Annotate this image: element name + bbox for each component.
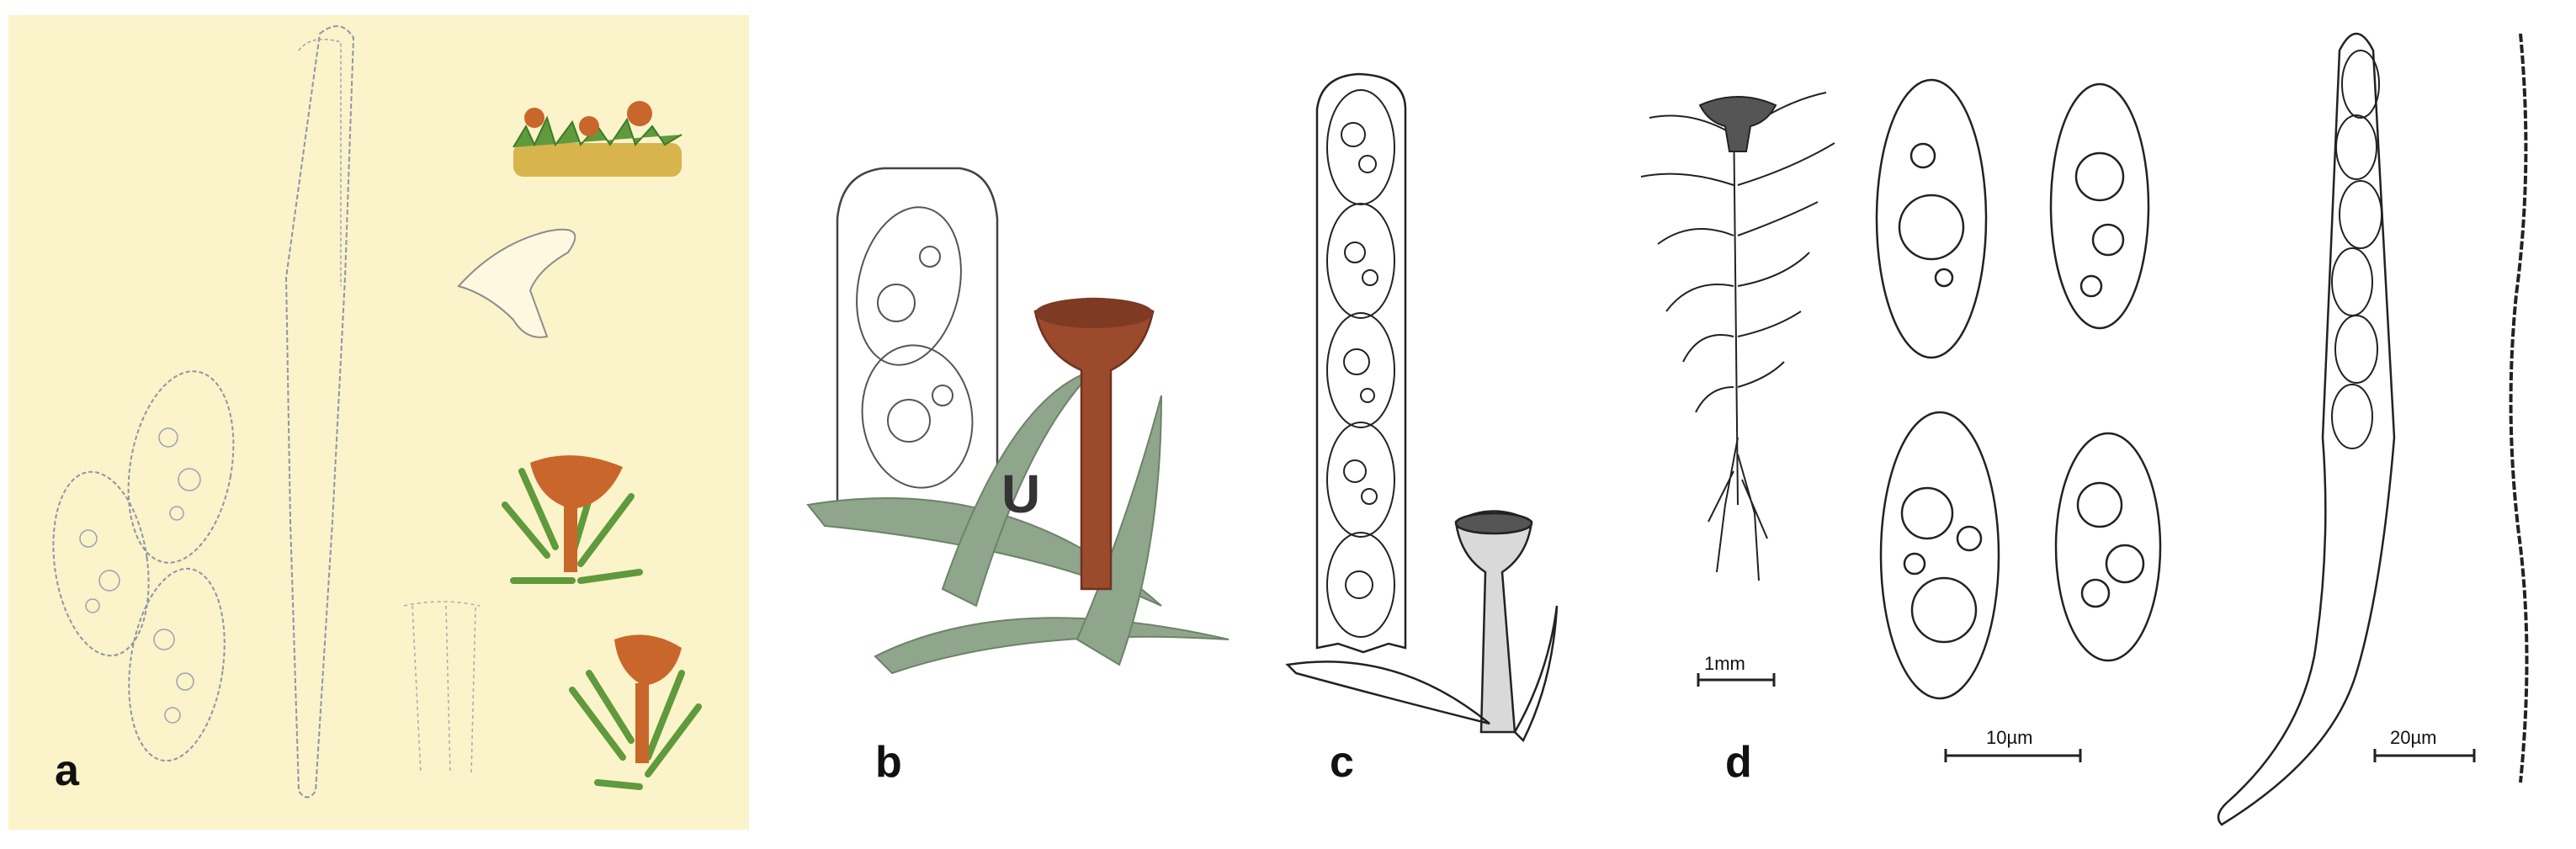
panel-b-letter: b bbox=[875, 738, 902, 787]
panel-a: a bbox=[8, 0, 749, 849]
panel-d-scale-label-habit: 1mm bbox=[1704, 653, 1745, 674]
panel-d-scale-label-spores: 10µm bbox=[1986, 727, 2033, 748]
panel-d-scale-label-ascus: 20µm bbox=[2390, 727, 2437, 748]
panel-a-cup-on-moss-upper bbox=[502, 455, 643, 584]
panel-b-ascus bbox=[836, 167, 999, 505]
panel-b-illustration bbox=[806, 167, 1230, 675]
panel-b-u-label: U bbox=[1001, 464, 1041, 524]
panel-d-spores bbox=[1875, 78, 2162, 700]
panel-c-letter: c bbox=[1330, 738, 1354, 787]
panel-a-illustration bbox=[8, 15, 749, 830]
panel-a-cup-on-moss-lower bbox=[569, 634, 702, 790]
panel-d-letter: d bbox=[1725, 738, 1752, 787]
panel-a-letter: a bbox=[55, 746, 79, 795]
panel-a-apothecium-section bbox=[457, 228, 576, 338]
panel-b-spores bbox=[856, 206, 974, 489]
panel-a-ascus bbox=[284, 25, 355, 799]
panel-c: c bbox=[1262, 0, 1599, 849]
panel-b-moss-leaves bbox=[806, 369, 1230, 675]
panel-d-ascus bbox=[2217, 32, 2396, 826]
panel-c-spores bbox=[1326, 89, 1395, 638]
panel-a-spores bbox=[52, 370, 235, 762]
panel-c-ascus bbox=[1315, 72, 1407, 654]
panel-c-apothecium bbox=[1285, 510, 1559, 743]
panel-d: 1mm 10µm 20µm d bbox=[1599, 0, 2576, 849]
panel-a-moss-clump bbox=[513, 101, 683, 177]
panel-d-paraphysis bbox=[2509, 33, 2529, 783]
panel-d-ascus-spores bbox=[2331, 50, 2382, 449]
panel-d-illustration bbox=[1640, 32, 2529, 826]
panel-d-habit-cup bbox=[1698, 96, 1777, 152]
panel-b-apothecium bbox=[1033, 297, 1155, 591]
panel-c-illustration bbox=[1285, 72, 1559, 743]
panel-d-moss-habit bbox=[1640, 92, 1835, 581]
panel-b: U b bbox=[757, 0, 1279, 849]
